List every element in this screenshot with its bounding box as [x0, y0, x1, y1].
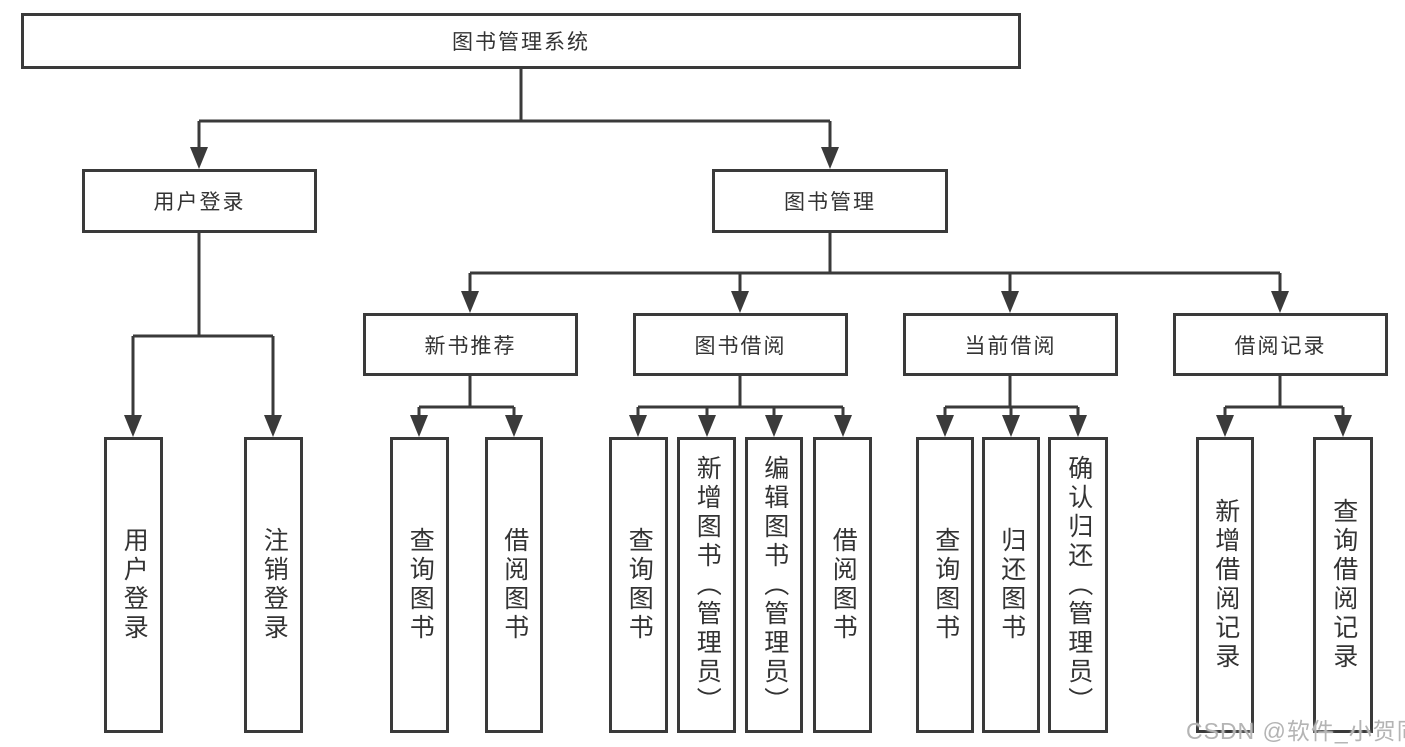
arrow-down-icon — [410, 415, 428, 437]
arrow-down-icon — [264, 415, 282, 437]
arrow-down-icon — [1002, 415, 1020, 437]
leaf-recommend-search-books: 查询图书 — [390, 437, 449, 733]
node-new-book-recommend: 新书推荐 — [363, 313, 578, 376]
arrow-down-icon — [765, 415, 783, 437]
node-book-borrowing: 图书借阅 — [633, 313, 848, 376]
arrow-down-icon — [629, 415, 647, 437]
arrow-down-icon — [698, 415, 716, 437]
arrow-down-icon — [1334, 415, 1352, 437]
leaf-user-login-label: 用户登录 — [120, 527, 149, 643]
leaf-recommend-borrow-books-label: 借阅图书 — [500, 527, 529, 643]
leaf-current-confirm-return-admin-label: 确认归还（管理员） — [1064, 454, 1093, 716]
node-book-management: 图书管理 — [712, 169, 948, 233]
node-borrowing-records: 借阅记录 — [1173, 313, 1388, 376]
node-current-borrowing-label: 当前借阅 — [964, 334, 1057, 358]
arrow-down-icon — [1216, 415, 1234, 437]
leaf-logout-login-label: 注销登录 — [260, 527, 289, 643]
leaf-recommend-borrow-books: 借阅图书 — [485, 437, 543, 733]
leaf-borrowing-borrow-books: 借阅图书 — [813, 437, 872, 733]
leaf-logout-login: 注销登录 — [244, 437, 303, 733]
arrow-down-icon — [190, 147, 208, 169]
leaf-borrowing-edit-books-admin-label: 编辑图书（管理员） — [760, 454, 789, 716]
node-user-login: 用户登录 — [82, 169, 317, 233]
node-book-management-label: 图书管理 — [784, 191, 876, 214]
leaf-user-login: 用户登录 — [104, 437, 163, 733]
leaf-borrowing-borrow-books-label: 借阅图书 — [829, 527, 858, 643]
arrow-down-icon — [505, 415, 523, 437]
leaf-borrowing-add-books-admin: 新增图书（管理员） — [677, 437, 736, 733]
leaf-current-search-books: 查询图书 — [916, 437, 974, 733]
leaf-current-return-books-label: 归还图书 — [997, 527, 1026, 643]
leaf-borrowing-search-books: 查询图书 — [609, 437, 668, 733]
arrow-down-icon — [821, 147, 839, 169]
leaf-current-search-books-label: 查询图书 — [931, 527, 960, 643]
arrow-down-icon — [124, 415, 142, 437]
node-user-login-label: 用户登录 — [153, 191, 246, 214]
leaf-records-add-record-label: 新增借阅记录 — [1211, 498, 1240, 672]
arrow-down-icon — [1001, 291, 1019, 313]
node-borrowing-records-label: 借阅记录 — [1234, 334, 1327, 358]
leaf-current-return-books: 归还图书 — [982, 437, 1040, 733]
leaf-recommend-search-books-label: 查询图书 — [406, 527, 435, 643]
leaf-records-search-record: 查询借阅记录 — [1313, 437, 1373, 733]
leaf-current-confirm-return-admin: 确认归还（管理员） — [1048, 437, 1108, 733]
node-root: 图书管理系统 — [21, 13, 1021, 69]
arrow-down-icon — [731, 291, 749, 313]
node-book-borrowing-label: 图书借阅 — [694, 334, 787, 358]
leaf-records-search-record-label: 查询借阅记录 — [1329, 498, 1358, 672]
node-root-label: 图书管理系统 — [452, 31, 590, 54]
watermark: CSDN @软件_小贺同学 — [1186, 718, 1405, 744]
leaf-borrowing-search-books-label: 查询图书 — [625, 527, 654, 643]
arrow-down-icon — [936, 415, 954, 437]
leaf-records-add-record: 新增借阅记录 — [1196, 437, 1254, 733]
arrow-down-icon — [1271, 291, 1289, 313]
arrow-down-icon — [461, 291, 479, 313]
leaf-borrowing-add-books-admin-label: 新增图书（管理员） — [693, 454, 722, 716]
node-new-book-recommend-label: 新书推荐 — [424, 334, 517, 358]
leaf-borrowing-edit-books-admin: 编辑图书（管理员） — [745, 437, 803, 733]
node-current-borrowing: 当前借阅 — [903, 313, 1118, 376]
arrow-down-icon — [1069, 415, 1087, 437]
arrow-down-icon — [834, 415, 852, 437]
